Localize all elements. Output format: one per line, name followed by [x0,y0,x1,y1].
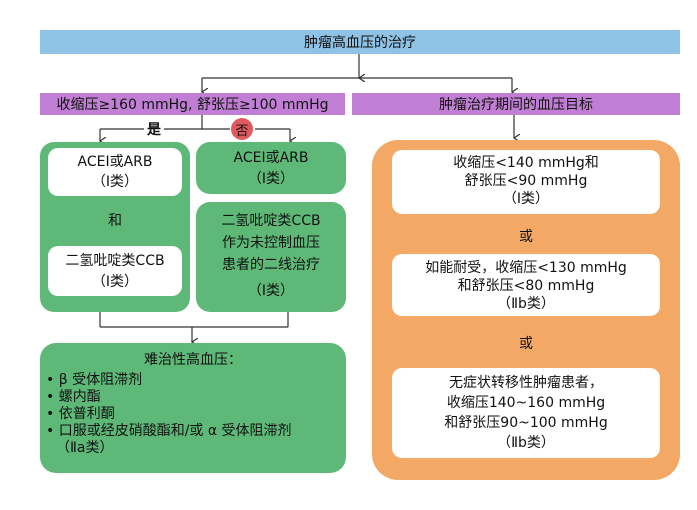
yes-and-text: 和 [108,213,122,229]
page-title: 肿瘤高血压的治疗 [304,35,416,51]
refractory-item: • 依普利酮 [46,406,115,422]
refractory-box: 难治性高血压： • β 受体阻滞剂 • 螺内酯 • 依普利酮 • 口服或经皮硝酸… [40,343,346,473]
bp-targets-panel: 收缩压<140 mmHg和 舒张压<90 mmHg （Ⅰ类） 或 如能耐受，收缩… [372,140,680,480]
yes-treatment-box: ACEI或ARB （Ⅰ类） 和 二氢吡啶类CCB （Ⅰ类） [40,142,190,312]
second-line-class: （Ⅰ类） [247,283,295,299]
target-card-2: 如能耐受，收缩压<130 mmHg 和舒张压<80 mmHg （Ⅱb类） [392,254,660,316]
target3-line2: 收缩压140~160 mmHg [446,395,606,411]
or-text-2: 或 [519,336,533,352]
target2-line1: 如能耐受，收缩压<130 mmHg [425,260,627,276]
yes-drug2-class: （Ⅰ类） [91,274,139,290]
no-label: 否 [231,118,253,140]
yes-drug2-card: 二氢吡啶类CCB （Ⅰ类） [48,246,182,296]
refractory-item: • β 受体阻滞剂 [46,372,143,388]
title-bar: 肿瘤高血压的治疗 [40,30,680,54]
target-card-3: 无症状转移性肿瘤患者， 收缩压140~160 mmHg 和舒张压90~100 m… [392,368,660,458]
condition-bar: 收缩压≥160 mmHg, 舒张压≥100 mmHg [40,93,345,115]
refractory-item: • 口服或经皮硝酸酯和/或 α 受体阻滞剂 [46,423,292,439]
refractory-title: 难治性高血压： [144,352,242,368]
yes-drug1: ACEI或ARB [77,154,153,170]
refractory-list: • β 受体阻滞剂 • 螺内酯 • 依普利酮 • 口服或经皮硝酸酯和/或 α 受… [46,372,292,457]
target1-line2: 舒张压<90 mmHg [464,173,588,189]
yes-label: 是 [147,122,161,138]
target-card-1: 收缩压<140 mmHg和 舒张压<90 mmHg （Ⅰ类） [392,150,660,214]
yes-drug1-class: （Ⅰ类） [91,174,139,190]
second-line-text-1: 二氢吡啶类CCB [221,213,321,229]
target1-class: （Ⅰ类） [502,191,550,207]
target3-line1: 无症状转移性肿瘤患者， [449,375,603,391]
target3-class: （Ⅱb类） [497,435,555,451]
target-header-bar: 肿瘤治疗期间的血压目标 [352,93,680,115]
yes-drug1-card: ACEI或ARB （Ⅰ类） [48,148,182,196]
target1-line1: 收缩压<140 mmHg和 [453,155,599,171]
or-text-1: 或 [519,229,533,245]
target3-line3: 和舒张压90~100 mmHg [444,415,608,431]
no-drug-class: （Ⅰ类） [247,171,295,187]
condition-text: 收缩压≥160 mmHg, 舒张压≥100 mmHg [56,97,329,113]
target-header-text: 肿瘤治疗期间的血压目标 [439,97,593,113]
no-treatment-box: ACEI或ARB （Ⅰ类） [196,142,346,194]
second-line-box: 二氢吡啶类CCB 作为未控制血压 患者的二线治疗 （Ⅰ类） [196,202,346,312]
refractory-class: （Ⅱa类） [56,440,114,456]
refractory-item: • 螺内酯 [46,389,101,405]
target2-class: （Ⅱb类） [497,296,555,312]
no-drug: ACEI或ARB [233,150,309,166]
second-line-text-3: 患者的二线治疗 [222,257,320,273]
yes-drug2: 二氢吡啶类CCB [65,253,165,269]
target2-line2: 和舒张压<80 mmHg [457,278,595,294]
second-line-text-2: 作为未控制血压 [222,235,320,251]
